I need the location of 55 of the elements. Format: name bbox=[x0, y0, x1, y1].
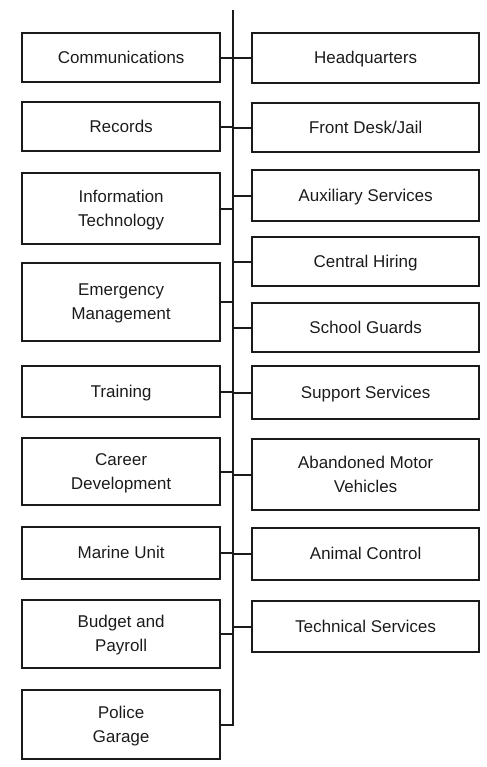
unit-name: Technical Services bbox=[295, 616, 436, 638]
unit-name: Communications bbox=[58, 46, 184, 68]
unit-name: Animal Control bbox=[310, 543, 422, 565]
connector-line bbox=[233, 626, 251, 628]
connector-line bbox=[221, 552, 233, 554]
connector-line bbox=[221, 208, 233, 210]
unit-name: Front Desk/Jail bbox=[308, 116, 422, 138]
unit-box bbox=[251, 302, 480, 353]
spine-line bbox=[232, 10, 234, 726]
unit-box bbox=[21, 599, 221, 669]
unit-name: Information Technology bbox=[76, 186, 165, 232]
connector-line bbox=[233, 392, 251, 394]
connector-line bbox=[221, 471, 233, 473]
unit-box bbox=[251, 365, 480, 420]
connector-line bbox=[221, 126, 233, 128]
unit-box bbox=[251, 102, 480, 153]
unit-name: Emergency Management bbox=[70, 279, 172, 325]
unit-box bbox=[251, 236, 480, 287]
connector-line bbox=[233, 195, 251, 197]
unit-name: Marine Unit bbox=[78, 542, 164, 564]
connector-line bbox=[233, 261, 251, 263]
unit-name: Support Services bbox=[300, 382, 430, 404]
unit-box bbox=[21, 365, 221, 418]
unit-box bbox=[251, 600, 480, 653]
unit-name: Records bbox=[89, 116, 153, 138]
unit-box bbox=[251, 527, 480, 581]
unit-name: Central Hiring bbox=[314, 250, 418, 272]
unit-box bbox=[21, 101, 221, 152]
unit-box bbox=[21, 526, 221, 580]
unit-name: Auxiliary Services bbox=[298, 184, 433, 206]
unit-box bbox=[251, 32, 480, 84]
unit-box bbox=[21, 689, 221, 760]
connector-line bbox=[221, 633, 233, 635]
connector-line bbox=[233, 327, 251, 329]
connector-line bbox=[233, 553, 251, 555]
unit-box bbox=[21, 172, 221, 245]
unit-name: Headquarters bbox=[314, 47, 417, 69]
unit-box bbox=[21, 437, 221, 506]
unit-box bbox=[21, 262, 221, 342]
unit-name: Budget and Payroll bbox=[76, 611, 166, 657]
unit-name: Abandoned Motor Vehicles bbox=[296, 452, 434, 498]
connector-line bbox=[233, 474, 251, 476]
connector-line bbox=[221, 57, 233, 59]
unit-name: School Guards bbox=[309, 316, 422, 338]
unit-name: Career Development bbox=[70, 448, 172, 494]
unit-name: Training bbox=[90, 380, 152, 402]
connector-line bbox=[221, 724, 233, 726]
unit-name: Police Garage bbox=[92, 702, 150, 748]
connector-line bbox=[233, 127, 251, 129]
unit-box bbox=[21, 32, 221, 83]
connector-line bbox=[221, 301, 233, 303]
connector-line bbox=[221, 391, 233, 393]
unit-box bbox=[251, 438, 480, 511]
unit-box bbox=[251, 169, 480, 222]
connector-line bbox=[233, 57, 251, 59]
